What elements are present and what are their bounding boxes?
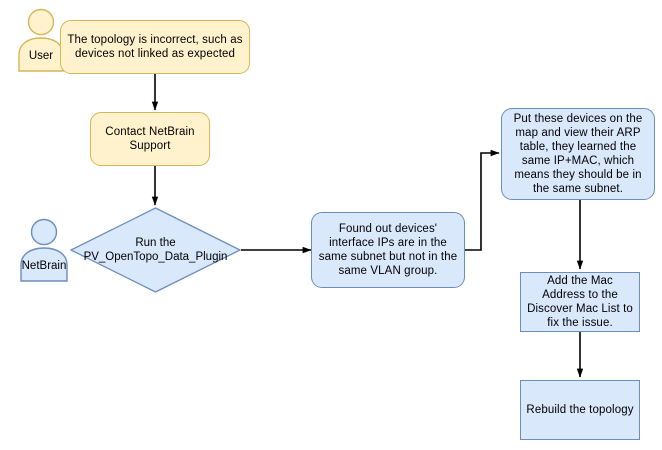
actor-user-label: User xyxy=(28,50,54,62)
node-found-out[interactable]: Found out devices' interface IPs are in … xyxy=(311,212,465,288)
person-icon xyxy=(18,8,64,72)
actor-netbrain-label: NetBrain xyxy=(21,260,67,272)
person-icon xyxy=(20,218,68,282)
node-rebuild[interactable]: Rebuild the topology xyxy=(520,380,640,440)
node-add-mac-label: Add the Mac Address to the Discover Mac … xyxy=(527,275,633,329)
diamond-shape xyxy=(70,207,241,293)
node-add-mac[interactable]: Add the Mac Address to the Discover Mac … xyxy=(520,272,640,332)
node-contact-support-label: Contact NetBrain Support xyxy=(105,126,195,152)
node-run-plugin-label: Run the PV_OpenTopo_Data_Plugin xyxy=(83,237,228,263)
actor-netbrain: NetBrain xyxy=(14,218,74,282)
node-rebuild-label: Rebuild the topology xyxy=(526,404,634,416)
node-contact-support[interactable]: Contact NetBrain Support xyxy=(90,112,210,166)
edge-found-to-arp xyxy=(465,149,500,251)
actor-user: User xyxy=(14,8,68,72)
node-run-plugin[interactable]: Run the PV_OpenTopo_Data_Plugin xyxy=(70,207,241,293)
node-problem[interactable]: The topology is incorrect, such as devic… xyxy=(60,20,250,74)
node-arp-table[interactable]: Put these devices on the map and view th… xyxy=(501,108,655,200)
node-problem-label: The topology is incorrect, such as devic… xyxy=(67,34,243,60)
node-arp-table-label: Put these devices on the map and view th… xyxy=(513,113,643,195)
node-found-out-label: Found out devices' interface IPs are in … xyxy=(318,223,458,277)
